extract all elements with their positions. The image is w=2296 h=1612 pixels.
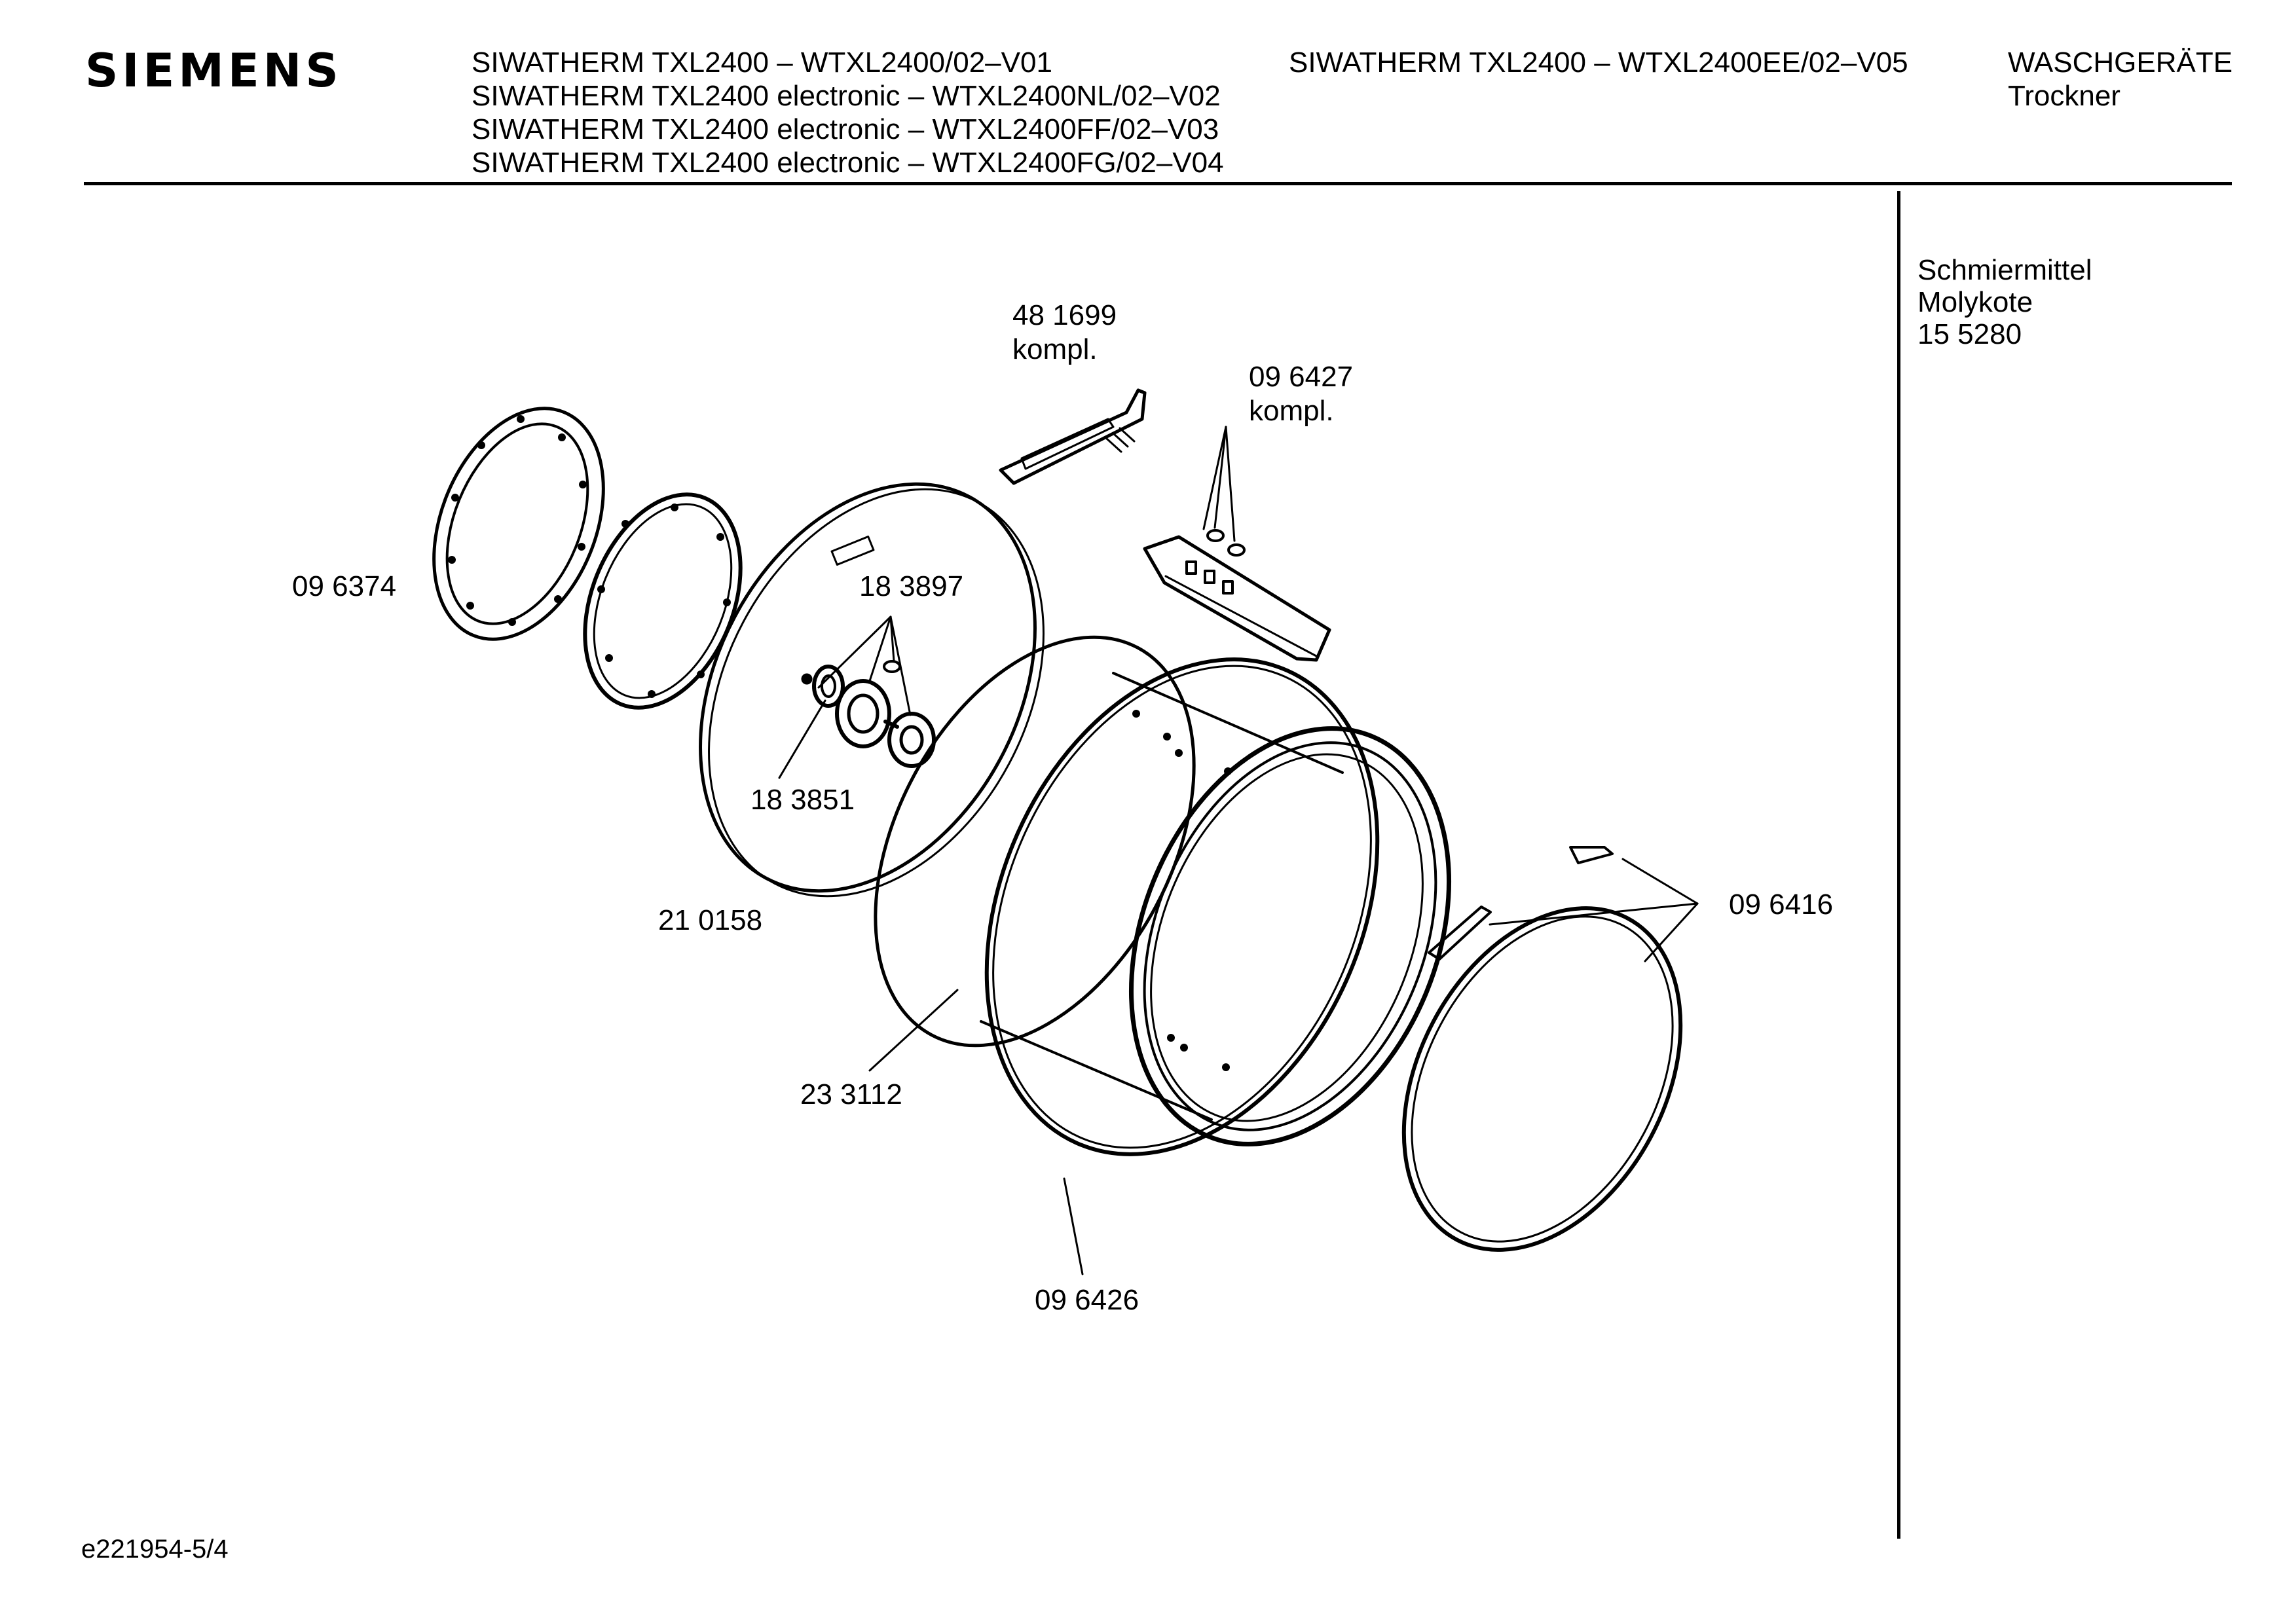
label-210158: 21 0158 (658, 904, 762, 936)
lubricant-note: Schmiermittel Molykote 15 5280 (1917, 254, 2092, 350)
bearing-parts-183851 (801, 660, 936, 768)
siemens-logo: SIEMENS (85, 44, 343, 98)
label-233112: 23 3112 (800, 1078, 902, 1110)
rear-wall-210158 (699, 482, 1045, 898)
label-183851: 18 3851 (750, 784, 855, 816)
subcategory-label: Trockner (2008, 80, 2120, 112)
header-rule (84, 182, 2232, 185)
filter-housing-096427 (1143, 529, 1331, 662)
model-line: SIWATHERM TXL2400 electronic – WTXL2400F… (472, 113, 1219, 145)
model-line: SIWATHERM TXL2400 electronic – WTXL2400F… (472, 147, 1224, 179)
model-line: SIWATHERM TXL2400 – WTXL2400/02–V01 (472, 46, 1052, 79)
label-481699: 48 1699 (1012, 299, 1117, 331)
label-096427: 09 6427 (1249, 361, 1353, 393)
model-line: SIWATHERM TXL2400 electronic – WTXL2400N… (472, 80, 1221, 112)
felt-ring-096416 (1401, 846, 1683, 1252)
side-divider (1897, 191, 1900, 1539)
latch-assembly-481699 (999, 388, 1147, 485)
leader-lines (778, 426, 1699, 1275)
drum-body-233112 (874, 635, 1451, 1146)
drawing-id: e221954-5/4 (81, 1535, 229, 1564)
note-line: Schmiermittel (1917, 254, 2092, 286)
flange-ring-096374 (432, 407, 605, 641)
note-line: Molykote (1917, 286, 2033, 318)
gasket-ring (583, 492, 743, 710)
note-line: 15 5280 (1917, 318, 2022, 350)
model-list-right: SIWATHERM TXL2400 – WTXL2400EE/02–V05 (1289, 46, 1908, 79)
category-block: WASCHGERÄTE Trockner (2008, 46, 2232, 113)
label-096374: 09 6374 (292, 570, 396, 602)
model-list-left: SIWATHERM TXL2400 – WTXL2400/02–V01 SIWA… (472, 46, 1224, 179)
label-096427-kompl: kompl. (1249, 395, 1334, 427)
model-line: SIWATHERM TXL2400 – WTXL2400EE/02–V05 (1289, 46, 1908, 79)
label-183897: 18 3897 (859, 570, 963, 602)
label-481699-kompl: kompl. (1012, 333, 1098, 365)
drum-seal-096426 (984, 657, 1380, 1156)
label-096416: 09 6416 (1729, 888, 1833, 921)
category-label: WASCHGERÄTE (2008, 46, 2233, 79)
label-096426: 09 6426 (1035, 1284, 1139, 1316)
